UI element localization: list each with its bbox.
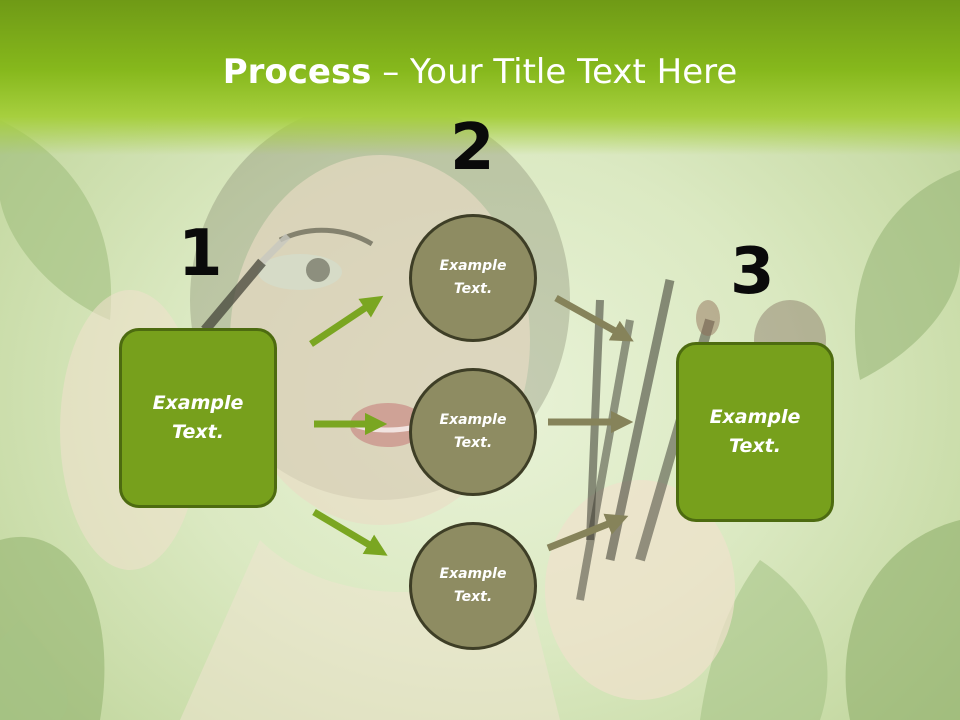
step1-box[interactable]: Example Text. [119,328,277,508]
step1-text: Example Text. [152,392,244,443]
step2-item-2-text: Example Text. [439,412,507,451]
step2-circle-3[interactable]: Example Text. [409,522,537,650]
step-number-2: 2 [450,111,495,185]
step3-box[interactable]: Example Text. [676,342,834,522]
step3-text: Example Text. [709,406,801,457]
step2-item-1-text: Example Text. [439,258,507,297]
step2-item-3-text: Example Text. [439,566,507,605]
step-number-1: 1 [178,217,223,291]
step2-circle-2[interactable]: Example Text. [409,368,537,496]
title-bold: Process [222,52,372,92]
step-number-3: 3 [730,235,775,309]
slide-title: Process – Your Title Text Here [0,52,960,92]
title-bar [0,0,960,155]
title-rest: – Your Title Text Here [371,52,738,92]
step2-circle-1[interactable]: Example Text. [409,214,537,342]
